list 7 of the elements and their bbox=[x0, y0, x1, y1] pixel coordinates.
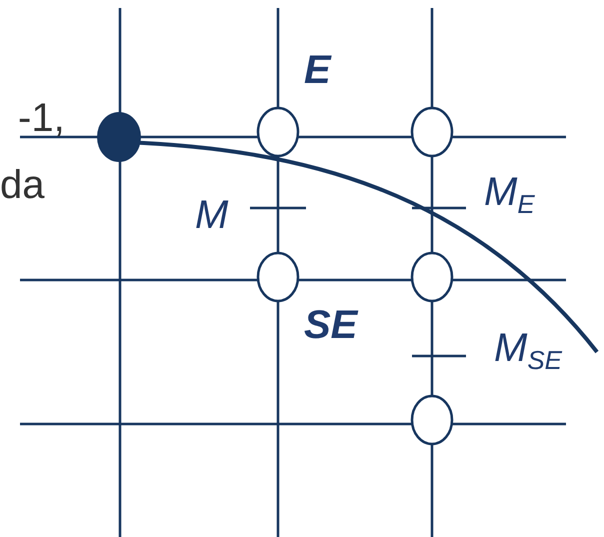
label: M bbox=[195, 195, 228, 235]
label: M$_{SE}$ bbox=[494, 328, 562, 373]
label: -1, bbox=[18, 98, 65, 138]
label: SE bbox=[304, 305, 358, 345]
label: da bbox=[0, 165, 44, 205]
label: M$_{E}$ bbox=[484, 172, 535, 217]
label: E bbox=[304, 50, 331, 90]
